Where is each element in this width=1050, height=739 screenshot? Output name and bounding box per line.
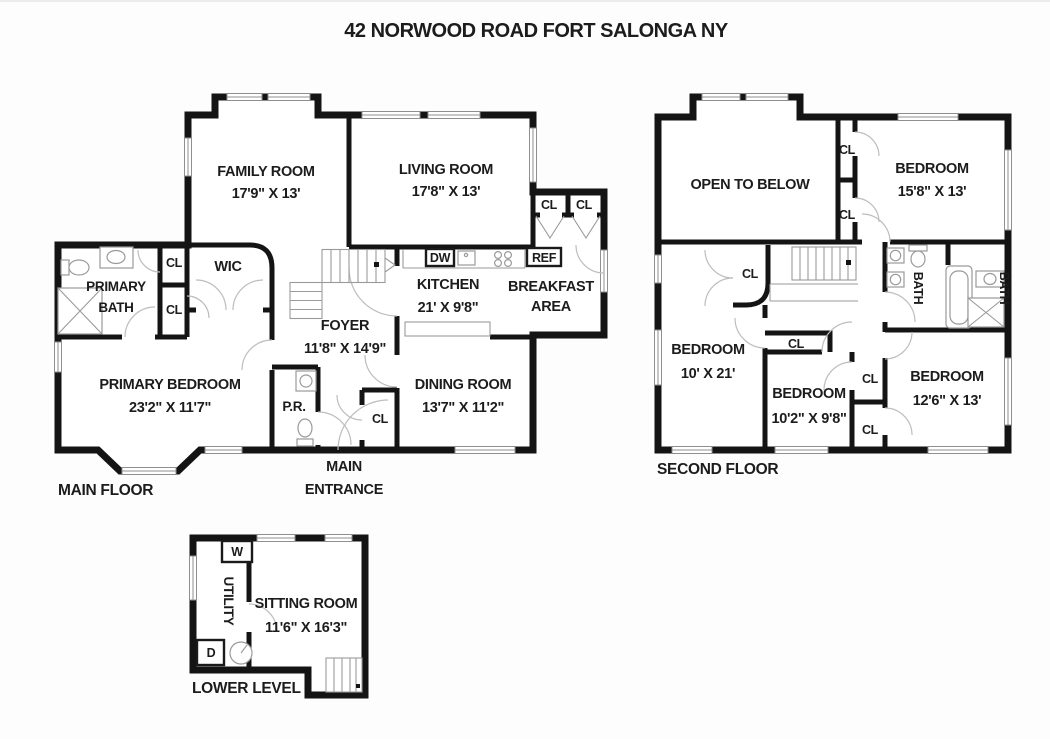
second-interior-walls <box>658 117 1008 450</box>
appliance-label-dw: DW <box>430 251 451 265</box>
lower-exterior-walls <box>189 534 369 699</box>
room-dims-primary-bedroom: 23'2" X 11'7" <box>129 400 211 416</box>
toilet-icon <box>68 259 90 276</box>
room-label-powder-room: P.R. <box>282 399 305 414</box>
label-open-to-below: OPEN TO BELOW <box>690 177 810 193</box>
closet-label: CL <box>839 208 856 222</box>
room-dims-bedroom-1: 15'8" X 13' <box>898 184 967 200</box>
room-label-living-room: LIVING ROOM <box>399 162 493 178</box>
main-door-arcs <box>124 215 605 451</box>
lower-stairs <box>325 657 363 693</box>
room-label-bath-1: BATH <box>911 272 925 305</box>
washer-box <box>220 539 254 564</box>
toilet-tank <box>60 259 70 276</box>
room-label-bedroom-2: BEDROOM <box>671 342 745 358</box>
closet-label: CL <box>742 267 759 281</box>
room-label-primary-bedroom: PRIMARY BEDROOM <box>99 377 241 393</box>
label-main-entrance-2: ENTRANCE <box>305 482 384 498</box>
room-label-family-room: FAMILY ROOM <box>217 164 315 180</box>
pr-sink-icon <box>299 374 313 388</box>
pr-toilet-icon <box>297 418 313 438</box>
dryer-box <box>195 638 226 667</box>
room-label-utility: UTILITY <box>221 577 236 626</box>
room-label-bath-2: BATH <box>997 272 1011 305</box>
room-label-bedroom-1: BEDROOM <box>895 161 969 177</box>
floor-label-lower: LOWER LEVEL <box>192 680 301 697</box>
room-dims-kitchen: 21' X 9'8" <box>418 300 479 316</box>
room-dims-bedroom-2: 10' X 21' <box>681 366 735 382</box>
closet-label: CL <box>788 337 805 351</box>
room-label-sitting-room: SITTING ROOM <box>255 596 358 612</box>
second-door-arcs <box>704 131 916 436</box>
lower-fixtures <box>195 539 254 667</box>
lower-door-arcs <box>248 603 278 633</box>
closet-label: CL <box>166 303 183 317</box>
page-top-border <box>0 0 1050 2</box>
second-windows <box>654 93 1012 454</box>
room-label-foyer: FOYER <box>321 318 370 334</box>
floor-label-second: SECOND FLOOR <box>657 461 778 478</box>
closet-label: CL <box>541 198 558 212</box>
dishwasher-box <box>424 247 456 268</box>
room-dims-bedroom-3: 10'2" X 9'8" <box>771 411 846 427</box>
washer-label: W <box>231 545 243 559</box>
stove-burner <box>504 259 513 268</box>
second-bath-fixtures <box>886 244 1005 329</box>
kitchen-sink <box>457 250 476 266</box>
sink-icon <box>983 272 997 286</box>
second-stairs <box>769 246 858 302</box>
room-label-wic: WIC <box>214 259 242 275</box>
lower-level-plan: W D UTILITY SITTING ROOM 11'6" X 16'3" L… <box>189 534 369 699</box>
dryer-label: D <box>207 646 216 660</box>
main-stairs <box>289 248 396 320</box>
stove-burner <box>494 251 503 260</box>
room-dims-living-room: 17'8" X 13' <box>412 184 481 200</box>
main-bath-fixtures <box>57 246 134 335</box>
appliance-label-ref: REF <box>532 251 557 265</box>
main-powder-room-fixtures <box>295 370 317 447</box>
toilet-tank <box>908 244 928 252</box>
kitchen-peninsula <box>404 321 491 337</box>
room-label-breakfast-1: BREAKFAST <box>508 279 594 295</box>
room-label-kitchen: KITCHEN <box>417 277 479 293</box>
room-label-primary-bath-2: BATH <box>98 300 133 315</box>
main-kitchen-fixtures <box>402 246 563 337</box>
room-label-bedroom-3: BEDROOM <box>772 386 846 402</box>
main-floor-plan: FAMILY ROOM 17'9" X 13' LIVING ROOM 17'8… <box>54 93 608 499</box>
page-title: 42 NORWOOD ROAD FORT SALONGA NY <box>344 20 729 42</box>
room-dims-sitting-room: 11'6" X 16'3" <box>265 620 347 636</box>
label-main-entrance-1: MAIN <box>326 459 362 475</box>
room-dims-dining-room: 13'7" X 11'2" <box>422 400 504 416</box>
room-dims-foyer: 11'8" X 14'9" <box>304 341 386 357</box>
room-dims-bedroom-4: 12'6" X 13' <box>913 393 982 409</box>
closet-label: CL <box>372 412 389 426</box>
sink-icon <box>106 249 126 265</box>
room-label-bedroom-4: BEDROOM <box>910 369 984 385</box>
main-windows <box>54 93 608 475</box>
closet-label: CL <box>862 372 879 386</box>
second-floor-plan: OPEN TO BELOW CL CL BEDROOM 15'8" X 13' … <box>654 93 1012 478</box>
floor-label-main: MAIN FLOOR <box>58 482 153 499</box>
closet-label: CL <box>839 143 856 157</box>
lower-windows <box>189 534 353 601</box>
stove-burner <box>504 251 513 260</box>
main-interior-walls <box>58 115 604 450</box>
room-label-dining-room: DINING ROOM <box>415 377 512 393</box>
toilet-icon <box>910 250 926 268</box>
main-exterior-walls <box>54 93 608 475</box>
refrigerator-box <box>525 246 563 268</box>
closet-label: CL <box>166 256 183 270</box>
room-label-primary-bath-1: PRIMARY <box>86 279 146 294</box>
room-label-breakfast-2: AREA <box>531 299 572 315</box>
stove-burner <box>494 259 503 268</box>
closet-label: CL <box>576 198 593 212</box>
closet-label: CL <box>862 423 879 437</box>
room-dims-family-room: 17'9" X 13' <box>232 186 301 202</box>
